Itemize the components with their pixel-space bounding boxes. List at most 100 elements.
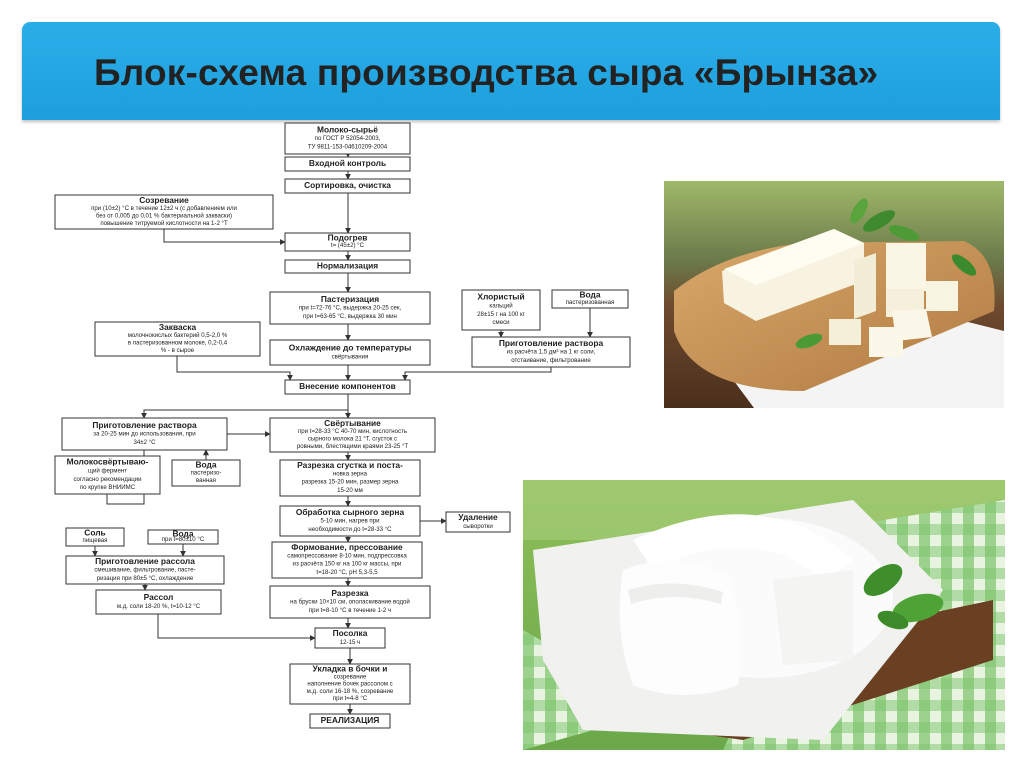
step-text: необходимости до t=28-33 °С bbox=[308, 526, 392, 533]
step-text: молочнокислых бактерий 0,5-2,0 % bbox=[128, 332, 228, 339]
step-box bbox=[269, 291, 431, 325]
step-text: Пастеризация bbox=[321, 294, 379, 304]
step-text: 5-10 мин, нагрев при bbox=[320, 518, 379, 525]
step-text: самопрессование 8-10 мин, подпрессовка bbox=[287, 553, 407, 560]
step-text: t= (45±2) °С bbox=[331, 242, 365, 249]
step-normalization: Нормализация bbox=[284, 259, 411, 274]
step-text: Удаление bbox=[458, 512, 498, 522]
step-box bbox=[54, 455, 161, 495]
step-box bbox=[269, 585, 431, 619]
step-text: Свёртывание bbox=[324, 418, 381, 428]
flow-arrow bbox=[157, 614, 316, 641]
step-text: по крупке ВНИИМС bbox=[80, 484, 136, 491]
step-text: Молоко-сырьё bbox=[317, 124, 378, 134]
step-text: Укладка в бочки и bbox=[313, 664, 388, 674]
step-box bbox=[284, 178, 411, 194]
step-text: созревание bbox=[334, 673, 367, 680]
step-text: Сортировка, очистка bbox=[304, 180, 391, 190]
step-box bbox=[65, 555, 225, 585]
step-box bbox=[279, 459, 421, 497]
step-text: пастеризованная bbox=[566, 299, 615, 306]
step-text: Разрезка сгустка и поста- bbox=[297, 460, 403, 470]
step-text: 28±15 г на 100 кг bbox=[477, 311, 525, 318]
step-text: смешивание, фильтрование, пасте- bbox=[94, 567, 195, 574]
step-text: отстаивание, фильтрование bbox=[511, 357, 591, 364]
step-box bbox=[269, 339, 431, 366]
flow-arrow bbox=[163, 229, 286, 245]
step-text: смеси bbox=[492, 319, 509, 326]
title-banner: Блок-схема производства сыра «Брынза» bbox=[22, 22, 1000, 120]
step-box bbox=[271, 541, 423, 579]
step-text: разрезка 15-20 мин, размер зерна bbox=[302, 479, 399, 486]
step-text: при t=72-76 °С, выдержка 20-25 сек, bbox=[299, 305, 402, 312]
step-text: Обработка сырного зерна bbox=[296, 507, 405, 517]
step-text: за 20-25 мин до использования, при bbox=[93, 431, 195, 438]
step-text: на бруски 10×10 см, ополаскивание водой bbox=[290, 599, 410, 606]
flow-arrow bbox=[176, 356, 293, 381]
flow-arrow bbox=[402, 367, 552, 381]
flow-arrow bbox=[141, 394, 349, 419]
cheese-board-photo bbox=[664, 181, 1004, 408]
step-sorting: Сортировка, очистка bbox=[284, 178, 411, 194]
step-text: свёртывания bbox=[332, 353, 369, 360]
step-box bbox=[289, 663, 411, 705]
step-text: при t=8-10 °С в течение 1-2 ч bbox=[309, 607, 391, 614]
step-box bbox=[279, 505, 421, 537]
step-box bbox=[94, 321, 261, 357]
step-box bbox=[284, 232, 411, 252]
step-text: Разрезка bbox=[331, 588, 369, 598]
slide-title: Блок-схема производства сыра «Брынза» bbox=[94, 52, 879, 93]
step-box bbox=[471, 336, 631, 368]
step-text: Приготовление раствора bbox=[92, 420, 197, 430]
step-text: Посолка bbox=[333, 628, 368, 638]
step-sale: РЕАЛИЗАЦИЯ bbox=[309, 713, 391, 729]
brynza-cheese-photo bbox=[523, 480, 1005, 750]
step-text: без от 0,005 до 0,01 % бактериальной зак… bbox=[96, 212, 232, 219]
step-text: кальций bbox=[489, 302, 512, 309]
step-text: Внесение компонентов bbox=[299, 381, 396, 391]
step-box bbox=[461, 289, 541, 331]
step-text: РЕАЛИЗАЦИЯ bbox=[321, 715, 380, 725]
step-text: ТУ 9811-153-04610209-2004 bbox=[308, 144, 388, 151]
step-text: при (10±2) °С в течение 12±2 ч (с добавл… bbox=[91, 205, 237, 212]
step-text: Хлористый bbox=[477, 292, 524, 302]
step-text: м.д. соли 16-18 %, созревание bbox=[307, 688, 394, 695]
step-box bbox=[284, 156, 411, 172]
step-box bbox=[61, 417, 228, 451]
step-text: при t=63-65 °С, выдержка 30 мин bbox=[303, 313, 397, 320]
step-text: при t=28-33 °С 40-70 мин, кислотность bbox=[298, 428, 407, 435]
step-text: согласно рекомендации bbox=[73, 476, 141, 483]
step-text: Подогрев bbox=[328, 233, 368, 243]
step-text: Созревание bbox=[139, 195, 189, 205]
step-text: Приготовление рассола bbox=[95, 556, 195, 566]
step-text: сырного молока 21 °Т, сгусток с bbox=[308, 435, 397, 442]
step-input-control: Входной контроль bbox=[284, 156, 411, 172]
step-box bbox=[54, 194, 274, 230]
step-box bbox=[314, 627, 386, 649]
step-box bbox=[284, 259, 411, 274]
step-text: при t=4-8 °С bbox=[333, 695, 368, 702]
step-text: Соль bbox=[84, 528, 105, 538]
step-text: Молокосвёртываю- bbox=[67, 457, 149, 467]
step-text: Формование, прессование bbox=[291, 542, 403, 552]
step-box bbox=[284, 379, 411, 395]
step-text: ванная bbox=[196, 477, 216, 484]
step-text: Рассол bbox=[144, 592, 174, 602]
